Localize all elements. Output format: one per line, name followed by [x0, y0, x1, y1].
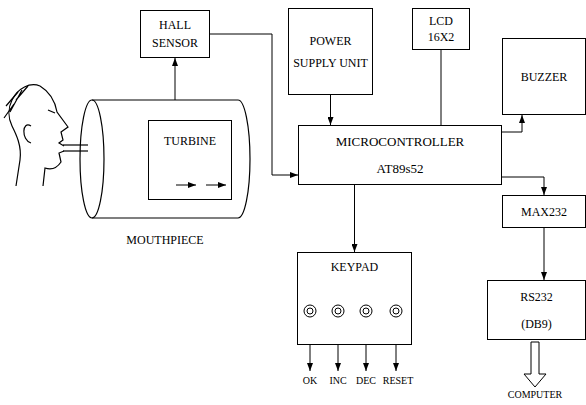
- max232-box: MAX232: [502, 195, 586, 228]
- sensor-box: HALL SENSOR: [140, 10, 210, 58]
- node-text: MAX232: [521, 204, 567, 220]
- signal-connector: [441, 50, 442, 125]
- signal-connector: [354, 185, 355, 252]
- microcontroller-box: MICROCONTROLLER AT89s52: [298, 125, 502, 185]
- keypad-buttons: [304, 305, 402, 317]
- node-text: RS232: [520, 289, 553, 305]
- signal-connector: [330, 95, 331, 125]
- buzzer-box: BUZZER: [502, 38, 586, 115]
- cylinder-body: [92, 100, 250, 218]
- signal-connector: [502, 177, 544, 195]
- key-label: DEC: [356, 375, 376, 387]
- signal-connector: [210, 34, 298, 175]
- node-text: LCD 16X2: [417, 13, 465, 45]
- airflow-arrows: [176, 185, 226, 186]
- signal-connector: [175, 58, 176, 100]
- cylinder-end: [80, 100, 104, 218]
- node-text: HALL SENSOR: [145, 16, 205, 52]
- keypad-box: KEYPAD: [297, 252, 412, 345]
- mouth-tube: [63, 145, 88, 151]
- cylinder-outline: [80, 100, 250, 218]
- signal-connector: [544, 228, 545, 280]
- key-label: INC: [329, 375, 346, 387]
- mouthpiece-cylinder: MOUTHPIECETURBINE: [80, 100, 250, 218]
- turbine-box: TURBINE: [148, 120, 232, 200]
- node-text: KEYPAD: [331, 259, 379, 275]
- face-illustration: [4, 85, 68, 186]
- node-text: TURBINE: [164, 133, 216, 149]
- node-text: (DB9): [521, 316, 552, 332]
- key-label: RESET: [383, 375, 414, 387]
- hollow-arrow: [524, 342, 546, 387]
- rs232-box: RS232 (DB9): [487, 280, 586, 340]
- node-text: BUZZER: [521, 69, 568, 85]
- power-supply-box: POWER SUPPLY UNIT: [288, 8, 373, 95]
- signal-connector: [502, 115, 522, 132]
- node-text: POWER SUPPLY UNIT: [293, 30, 368, 74]
- computer-label: COMPUTER: [508, 389, 562, 401]
- lcd-box: LCD 16X2: [412, 8, 470, 50]
- node-text: MOUTHPIECE: [80, 232, 250, 248]
- node-text: MICROCONTROLLER: [336, 134, 465, 150]
- key-label: OK: [303, 375, 317, 387]
- node-text: AT89s52: [377, 161, 424, 177]
- keypad-leader-arrows: [310, 345, 396, 371]
